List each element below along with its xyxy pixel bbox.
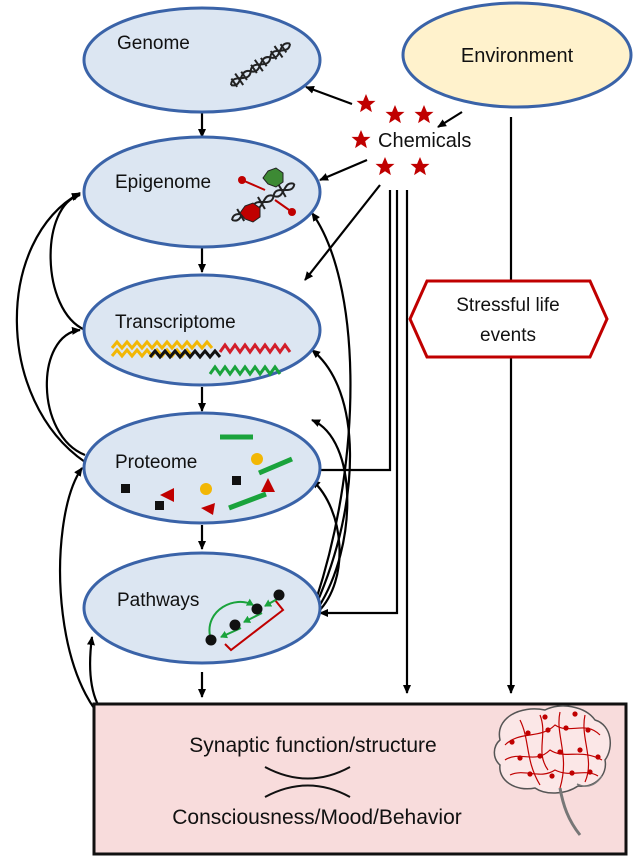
arrow-chemicals-pathways (319, 190, 399, 617)
chemicals-label: Chemicals (378, 130, 471, 152)
stress-node: Stressful life events (408, 279, 609, 359)
environment-node: Environment (401, 1, 633, 109)
transcriptome-node: Transcriptome (82, 273, 322, 387)
star-icon (351, 130, 371, 149)
star-icon (414, 105, 434, 124)
arrow-chemicals-proteome (311, 190, 392, 474)
proteome-node: Proteome (82, 411, 322, 525)
stress-label-line1: Stressful life (456, 295, 559, 316)
arrow-chemicals-transcriptome (304, 184, 381, 281)
epigenome-label: Epigenome (115, 172, 211, 193)
arrow-pathways-transcriptome (311, 349, 352, 606)
environment-label: Environment (461, 45, 574, 67)
methylated-dna-icon (231, 167, 296, 223)
pathways-node: Pathways (82, 551, 322, 665)
arrow-proteome-transcriptome (45, 326, 86, 457)
stress-label-line2: events (480, 325, 536, 346)
genome-node: Genome (82, 6, 322, 114)
arrow-pathways-proteome (311, 479, 341, 613)
arrow-transcriptome-epigenome (49, 193, 86, 332)
arrow-chemicals-epigenome (319, 158, 368, 182)
genome-label: Genome (117, 33, 190, 54)
synaptic-label: Synaptic function/structure (189, 734, 436, 757)
chemicals-node: Chemicals (351, 94, 471, 176)
star-icon (356, 94, 376, 113)
rna-waves-icon (110, 339, 292, 377)
pathway-network-icon (205, 589, 285, 652)
pathways-label: Pathways (117, 590, 199, 611)
star-icon (375, 157, 395, 176)
interaction-bracket-icon (264, 766, 351, 798)
brain-icon (493, 705, 612, 836)
proteome-label: Proteome (115, 452, 197, 473)
arrow-pathways-proteome-upper (311, 418, 349, 609)
behavior-label: Consciousness/Mood/Behavior (172, 806, 462, 829)
star-icon (385, 105, 405, 124)
arrow-chemicals-genome (305, 85, 353, 106)
outcome-box: Synaptic function/structure Consciousnes… (92, 702, 628, 856)
dna-icon (230, 42, 291, 88)
arrow-pathways-epigenome (311, 212, 352, 601)
arrow-proteome-epigenome (15, 192, 86, 463)
star-icon (410, 157, 430, 176)
epigenome-node: Epigenome (82, 135, 322, 249)
protein-shapes-icon (121, 434, 293, 515)
arrow-environment-chemicals (437, 111, 463, 128)
transcriptome-label: Transcriptome (115, 312, 236, 333)
